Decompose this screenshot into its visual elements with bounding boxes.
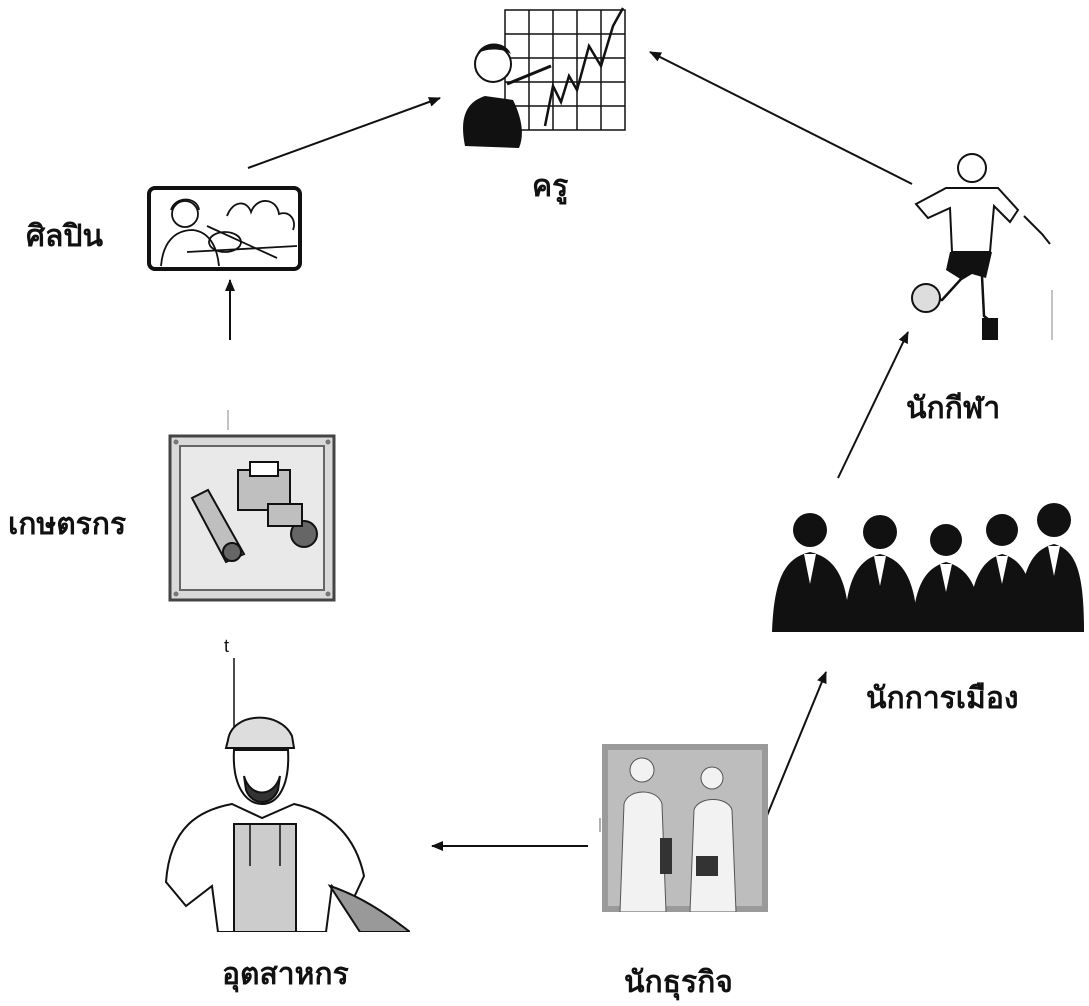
stray-mark-t: t [224,636,230,656]
industrial-label: อุตสาหกร [222,957,349,992]
athlete-label: นักกีฬา [906,391,1001,426]
politician-label: นักการเมือง [866,681,1019,716]
arrow-business-to-politician [765,671,827,819]
harvester-icon [168,434,336,602]
arrow-politician-to-athlete [837,331,909,479]
soccer-player-icon [911,153,1051,340]
businessmen-group-icon [772,503,1084,632]
violinist-icon [147,186,302,271]
artist-label: ศิลปิน [26,219,103,254]
arrow-athlete-to-teacher [649,51,913,185]
business-label: นักธุรกิจ [624,965,733,1000]
farmer-label: เกษตรกร [8,507,127,542]
business-people-icon [602,744,768,912]
factory-worker-icon [164,716,410,932]
arrow-artist-to-teacher [247,97,441,169]
teacher-label: ครู [532,169,569,204]
teacher-chart-icon [463,7,626,148]
